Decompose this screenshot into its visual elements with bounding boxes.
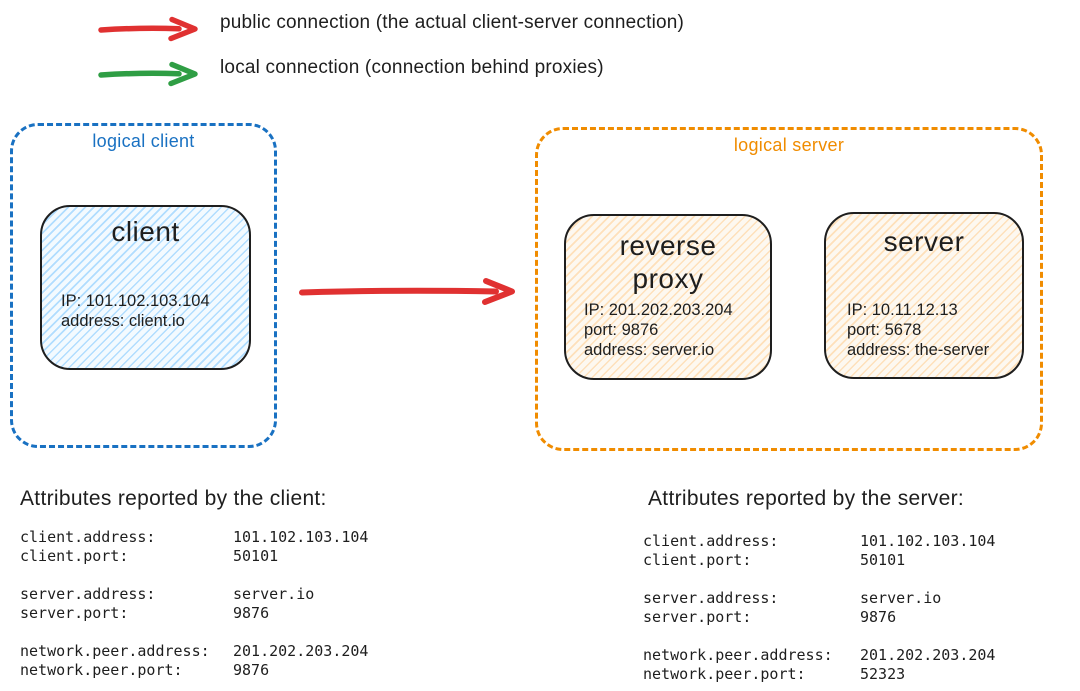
server-report-block: client.address: 101.102.103.104 client.p… <box>643 532 995 684</box>
server-report-group-network-peer: network.peer.address: 201.202.203.204 ne… <box>643 646 995 684</box>
attr-row: server.address: server.io <box>643 589 995 608</box>
server-node-box: server IP: 10.11.12.13 port: 5678 addres… <box>824 212 1024 379</box>
attr-row: network.peer.port: 9876 <box>20 661 368 680</box>
attr-label: client.port: <box>20 547 129 565</box>
server-report-group-client: client.address: 101.102.103.104 client.p… <box>643 532 995 570</box>
attr-value: 9876 <box>860 608 897 626</box>
server-ip-line: IP: 10.11.12.13 <box>847 301 958 319</box>
logical-client-label: logical client <box>92 131 195 151</box>
attr-value: 50101 <box>860 551 906 569</box>
reverse-proxy-port-line: port: 9876 <box>584 321 659 339</box>
attr-value: 201.202.203.204 <box>233 642 369 660</box>
attr-label: server.port: <box>20 604 129 622</box>
local-connection-arrow-icon <box>97 60 205 88</box>
client-report-group-server: server.address: server.io server.port: 9… <box>20 585 368 623</box>
attr-row: server.port: 9876 <box>20 604 368 623</box>
client-report-group-network-peer: network.peer.address: 201.202.203.204 ne… <box>20 642 368 680</box>
attr-row: client.address: 101.102.103.104 <box>643 532 995 551</box>
attr-row: client.port: 50101 <box>643 551 995 570</box>
attr-label: client.port: <box>643 551 752 569</box>
attr-row: client.address: 101.102.103.104 <box>20 528 368 547</box>
public-connection-legend-label: public connection (the actual client-ser… <box>220 12 685 33</box>
attr-label: server.address: <box>643 589 779 607</box>
attr-row: server.port: 9876 <box>643 608 995 627</box>
server-node-details: IP: 10.11.12.13 port: 5678 address: the-… <box>847 300 989 360</box>
reverse-proxy-title-line2: proxy <box>632 263 704 294</box>
server-address-line: address: the-server <box>847 341 990 359</box>
attr-label: client.address: <box>20 528 156 546</box>
public-connection-arrow-icon <box>97 15 205 43</box>
attr-row: client.port: 50101 <box>20 547 368 566</box>
client-node-details: IP: 101.102.103.104 address: client.io <box>61 291 210 331</box>
attr-row: server.address: server.io <box>20 585 368 604</box>
client-report-group-client: client.address: 101.102.103.104 client.p… <box>20 528 368 566</box>
reverse-proxy-details: IP: 201.202.203.204 port: 9876 address: … <box>584 300 733 360</box>
server-report-group-server: server.address: server.io server.port: 9… <box>643 589 995 627</box>
logical-server-label: logical server <box>733 135 845 155</box>
server-report-heading: Attributes reported by the server: <box>648 487 965 510</box>
attr-label: client.address: <box>643 532 779 550</box>
attr-row: network.peer.address: 201.202.203.204 <box>643 646 995 665</box>
reverse-proxy-ip-line: IP: 201.202.203.204 <box>584 301 733 319</box>
attr-value: server.io <box>233 585 315 603</box>
attr-value: 101.102.103.104 <box>860 532 996 550</box>
attr-value: server.io <box>860 589 942 607</box>
client-address-line: address: client.io <box>61 312 185 330</box>
reverse-proxy-node-box: reverse proxy IP: 201.202.203.204 port: … <box>564 214 772 380</box>
logical-server-group: logical server reverse proxy IP: 201.202… <box>535 127 1043 451</box>
client-node-title: client <box>111 216 180 247</box>
attr-label: network.peer.port: <box>643 665 806 683</box>
client-ip-line: IP: 101.102.103.104 <box>61 292 210 310</box>
attr-label: network.peer.address: <box>643 646 833 664</box>
server-port-line: port: 5678 <box>847 321 922 339</box>
reverse-proxy-title-line1: reverse <box>619 230 717 261</box>
attr-value: 201.202.203.204 <box>860 646 996 664</box>
attr-label: server.address: <box>20 585 156 603</box>
attr-value: 9876 <box>233 604 270 622</box>
client-to-server-arrow-icon <box>296 277 522 307</box>
attr-value: 52323 <box>860 665 906 683</box>
attr-value: 101.102.103.104 <box>233 528 369 546</box>
logical-client-group: logical client client IP: 101.102.103.10… <box>10 123 277 448</box>
attr-value: 9876 <box>233 661 270 679</box>
attr-label: network.peer.address: <box>20 642 210 660</box>
attr-value: 50101 <box>233 547 279 565</box>
attr-row: network.peer.address: 201.202.203.204 <box>20 642 368 661</box>
server-node-title: server <box>883 226 965 257</box>
local-connection-legend-label: local connection (connection behind prox… <box>220 57 604 78</box>
attr-label: network.peer.port: <box>20 661 183 679</box>
client-node-box: client IP: 101.102.103.104 address: clie… <box>40 205 251 370</box>
reverse-proxy-address-line: address: server.io <box>584 341 715 359</box>
client-report-block: client.address: 101.102.103.104 client.p… <box>20 528 368 680</box>
attr-label: server.port: <box>643 608 752 626</box>
attr-row: network.peer.port: 52323 <box>643 665 995 684</box>
client-report-heading: Attributes reported by the client: <box>20 487 327 510</box>
